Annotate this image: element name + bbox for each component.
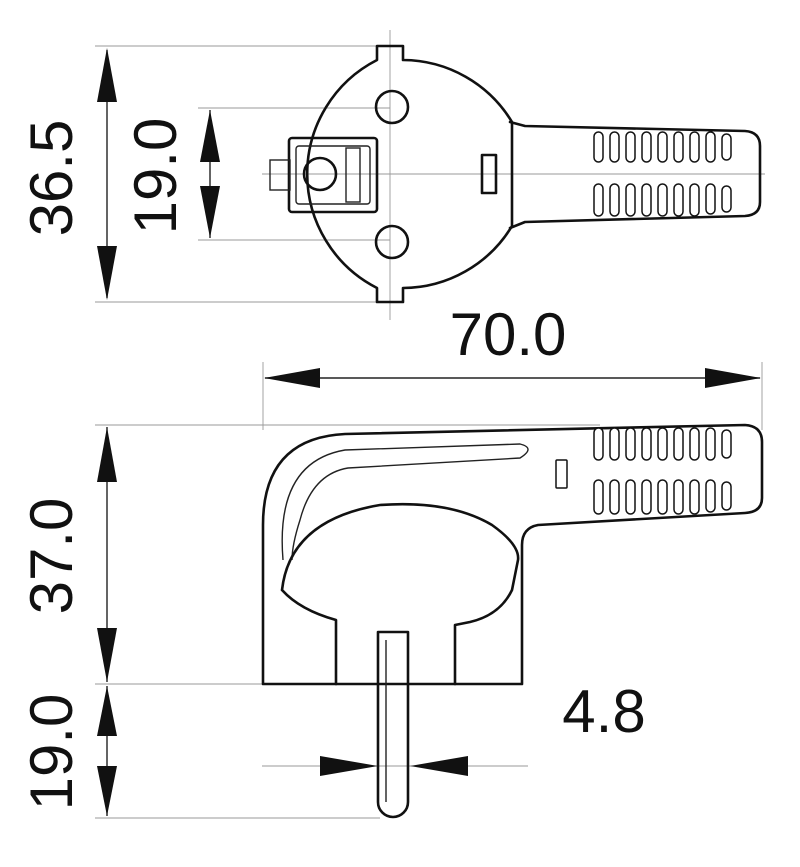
dim-label-pin-length: 19.0 <box>18 694 85 811</box>
dim-label-pin-diameter: 4.8 <box>562 678 645 745</box>
handle-groove <box>281 443 529 561</box>
dimension-19-0-top: 19.0 <box>122 110 220 238</box>
side-view: 70.0 37.0 19.0 4.8 <box>18 301 764 819</box>
dimension-4-8: 4.8 <box>320 678 646 776</box>
dim-label-total-length: 70.0 <box>450 301 567 368</box>
plug-face-outline <box>305 44 514 304</box>
dimension-37-0: 37.0 <box>18 427 117 682</box>
socket-dome <box>280 502 520 686</box>
dimension-36-5: 36.5 <box>18 48 117 300</box>
dim-label-top-inner: 19.0 <box>122 118 189 235</box>
right-clip <box>480 153 498 195</box>
side-body-outline <box>261 423 764 686</box>
top-grip-slots-lower <box>593 183 732 217</box>
earth-hole-lower <box>374 224 410 260</box>
dim-label-body-height: 37.0 <box>18 498 85 615</box>
top-handle-outline <box>508 120 762 230</box>
side-pin <box>376 630 410 819</box>
dimension-70-0: 70.0 <box>264 301 761 388</box>
side-grip-slots-lower <box>593 479 732 515</box>
earth-hole-upper <box>374 89 410 125</box>
top-grip-slots-upper <box>593 131 732 163</box>
side-grip-slots-upper <box>593 427 732 461</box>
left-pin-socket <box>269 136 379 214</box>
dim-label-top-outer: 36.5 <box>18 120 85 237</box>
top-view: 36.5 19.0 <box>18 30 765 320</box>
side-handle-slot <box>555 459 568 489</box>
dimension-19-0-pin: 19.0 <box>18 686 117 816</box>
